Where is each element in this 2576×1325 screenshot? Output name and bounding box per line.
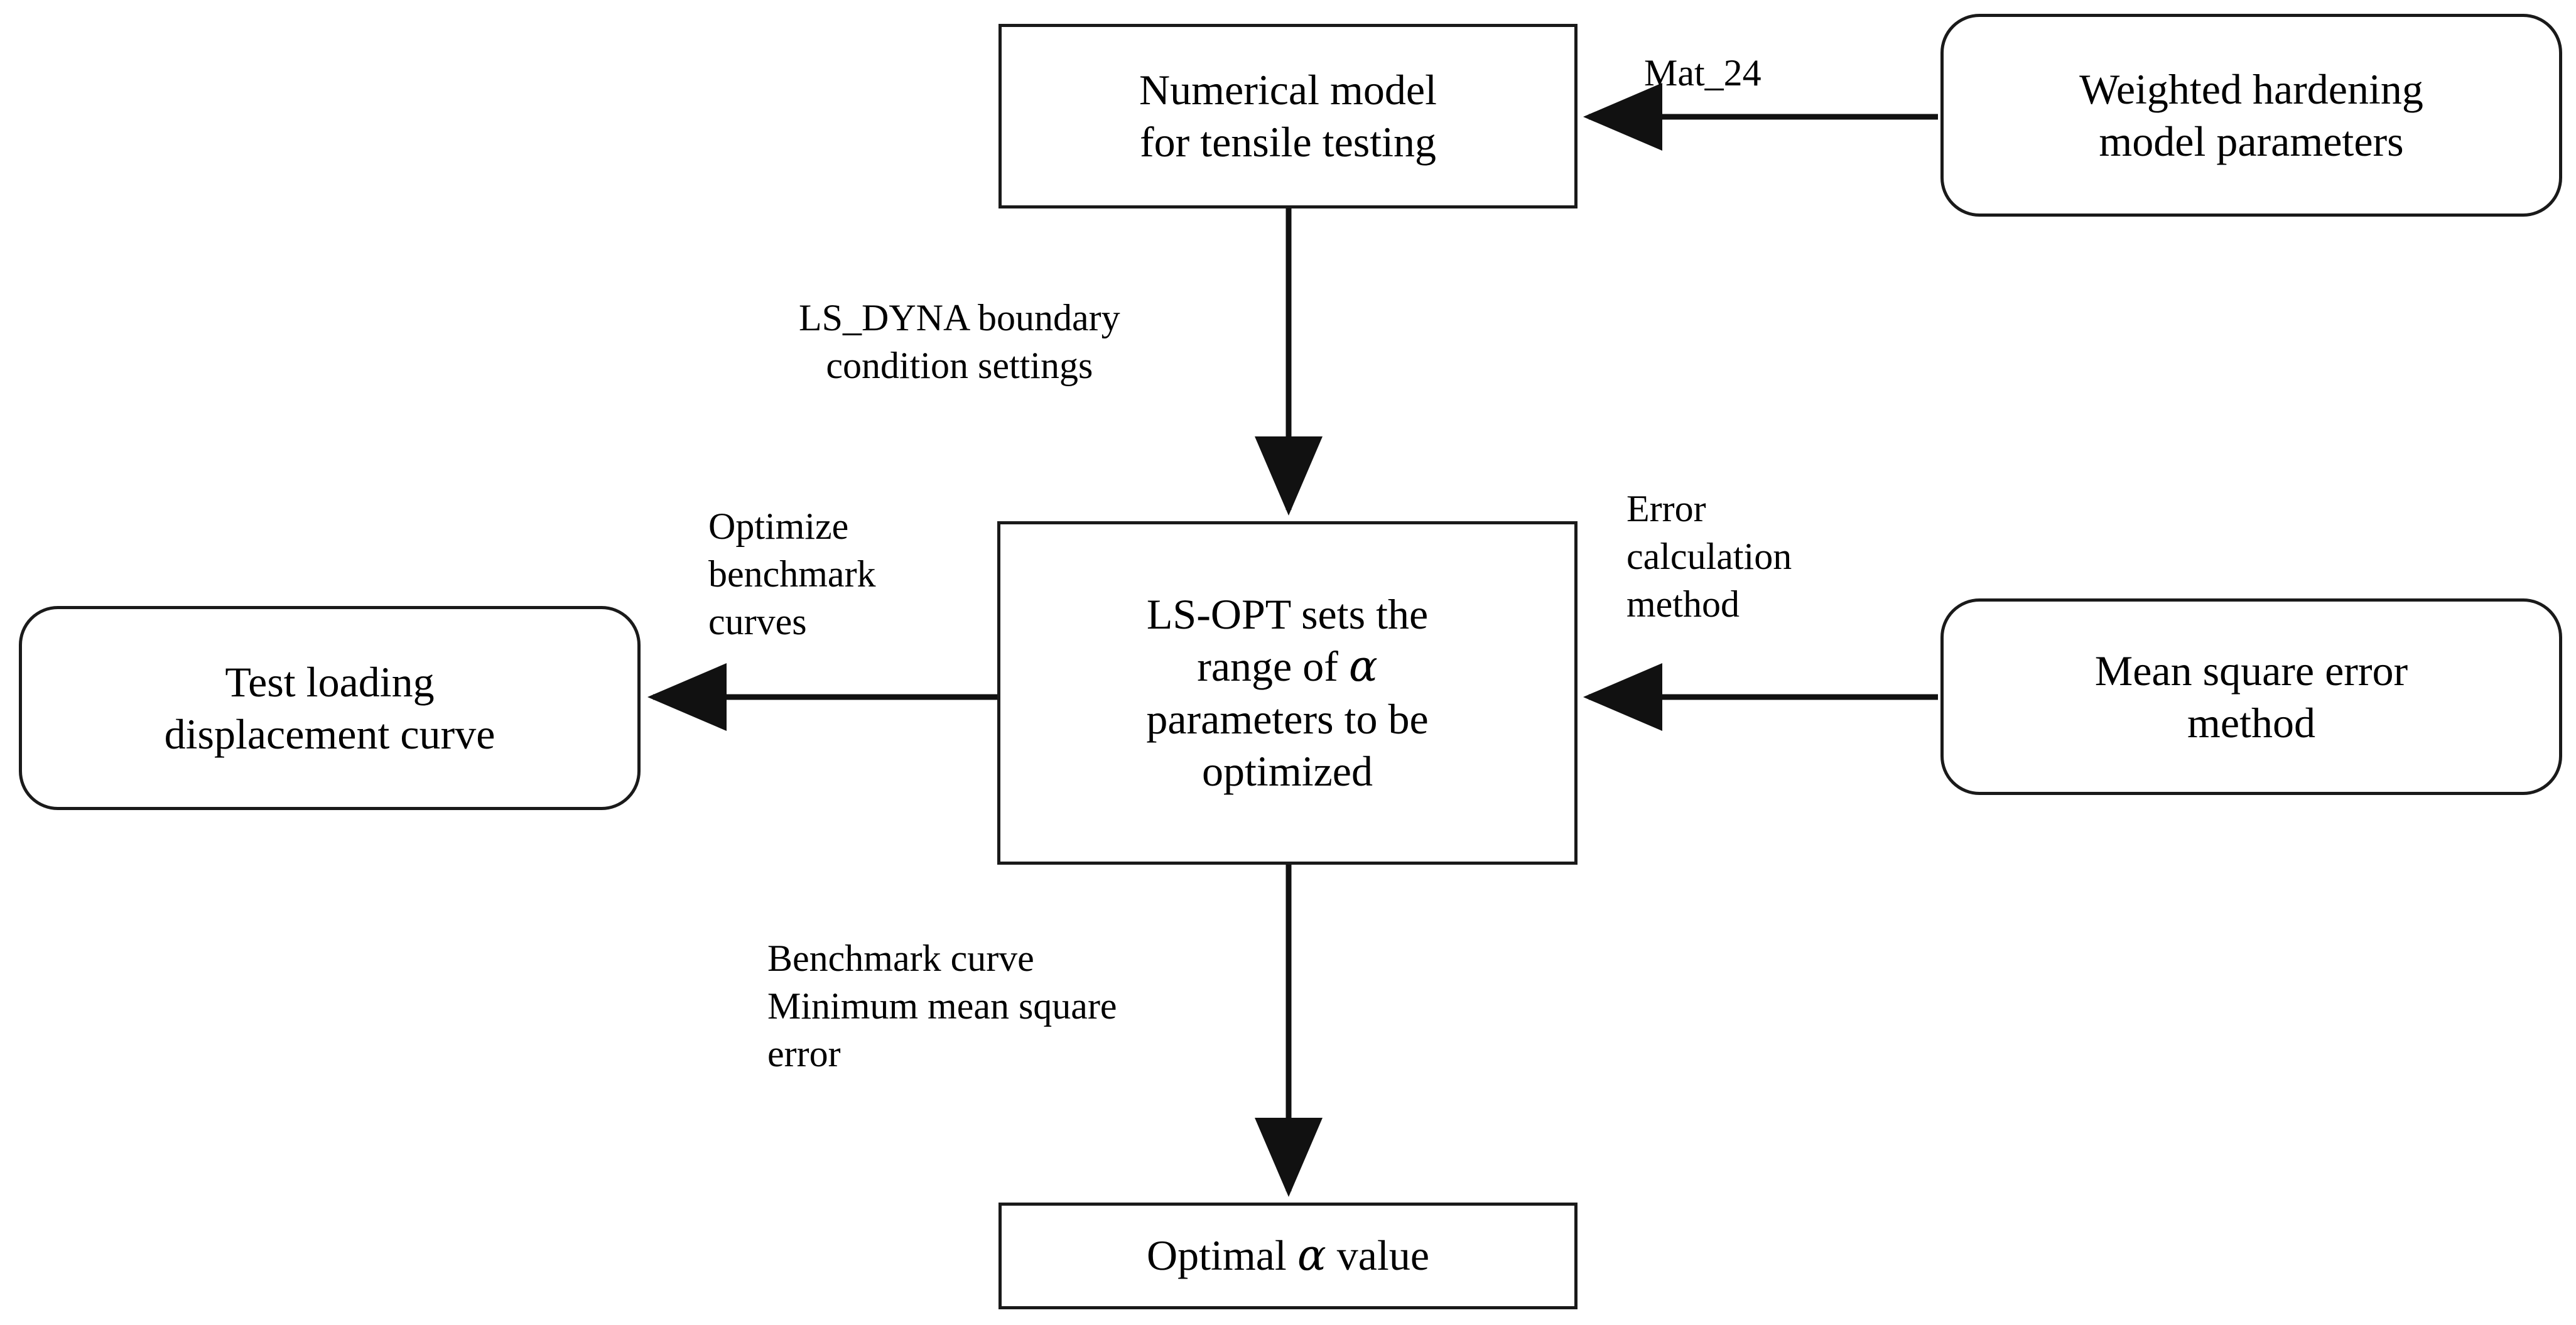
node-optimal-alpha-value[interactable]: Optimal α value: [998, 1203, 1578, 1309]
node-mean-square-error-method[interactable]: Mean square error method: [1940, 598, 2562, 795]
node-optimal-alpha-symbol: α: [1297, 1231, 1326, 1281]
edge-label-mat-24: Mat_24: [1644, 52, 1762, 94]
node-ls-opt-line2-prefix: range of: [1197, 642, 1349, 691]
node-optimal-alpha-value-label: Optimal α value: [1002, 1230, 1574, 1282]
node-optimal-alpha-prefix: Optimal: [1146, 1231, 1297, 1280]
node-ls-opt-line3: parameters to be: [1146, 695, 1429, 743]
node-numerical-model[interactable]: Numerical model for tensile testing: [998, 24, 1578, 208]
node-test-loading-displacement-curve[interactable]: Test loading displacement curve: [19, 606, 641, 810]
edge-label-error-calculation-method: Error calculation method: [1626, 488, 1792, 625]
node-ls-opt-line4: optimized: [1202, 747, 1373, 795]
edge-label-optimize-benchmark-curves: Optimize benchmark curves: [708, 506, 876, 643]
node-optimal-alpha-suffix: value: [1326, 1231, 1430, 1280]
node-ls-opt-line1: LS-OPT sets the: [1146, 590, 1429, 639]
node-mean-square-error-method-label: Mean square error method: [2094, 646, 2408, 747]
node-weighted-hardening-parameters[interactable]: Weighted hardening model parameters: [1940, 14, 2562, 217]
edge-label-lsdyna-boundary-condition: LS_DYNA boundary condition settings: [799, 297, 1120, 387]
node-test-loading-displacement-curve-label: Test loading displacement curve: [164, 657, 495, 758]
node-weighted-hardening-parameters-label: Weighted hardening model parameters: [2079, 65, 2423, 165]
node-ls-opt-alpha-symbol: α: [1348, 642, 1378, 692]
node-numerical-model-label: Numerical model for tensile testing: [1139, 66, 1437, 166]
edge-label-benchmark-minimum-mse: Benchmark curve Minimum mean square erro…: [767, 938, 1117, 1075]
